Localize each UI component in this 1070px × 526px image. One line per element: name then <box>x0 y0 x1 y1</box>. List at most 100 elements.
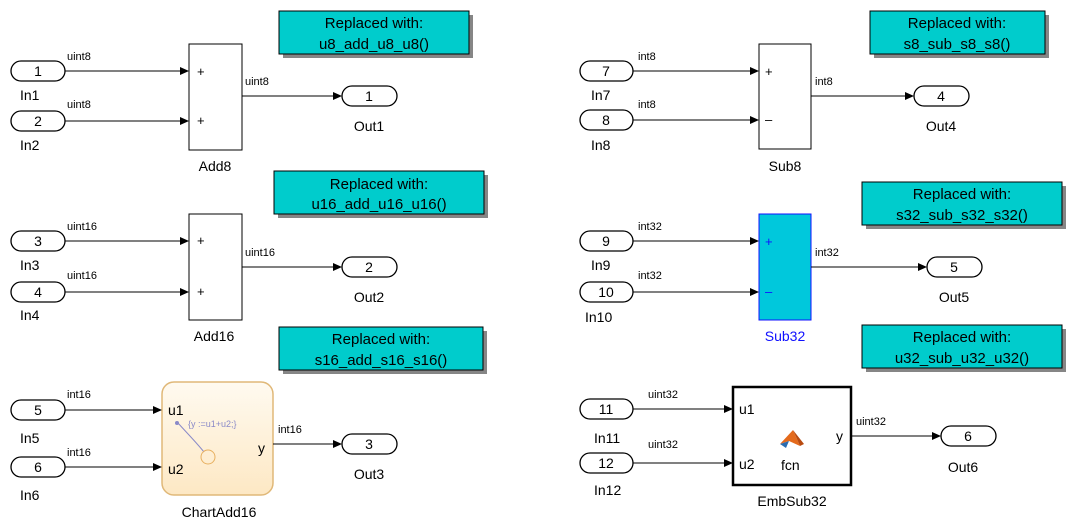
inport-number: 10 <box>598 284 614 300</box>
chart-in2-label: u2 <box>168 461 184 477</box>
annotation-line1: Replaced with: <box>330 176 428 193</box>
annotation-sub8[interactable]: Replaced with: s8_sub_s8_s8() <box>869 10 1049 58</box>
signal-label: int16 <box>67 447 91 459</box>
inport-label: In10 <box>585 309 612 325</box>
annotation-line1: Replaced with: <box>913 329 1011 346</box>
chart-default-dot <box>175 421 179 425</box>
inport-label: In12 <box>594 482 621 498</box>
signal-label: int32 <box>815 247 839 259</box>
annotation-add16[interactable]: Replaced with: u16_add_u16_u16() <box>273 170 488 218</box>
inport-7[interactable]: 7 In7 <box>579 60 634 103</box>
inport-label: In2 <box>20 137 40 153</box>
outport-4[interactable]: 4 Out4 <box>913 85 970 134</box>
outport-number: 4 <box>937 88 945 104</box>
chart-in1-label: u1 <box>168 402 184 418</box>
annotation-line1: Replaced with: <box>325 15 423 32</box>
inport-5[interactable]: 5 In5 <box>10 399 66 446</box>
inport-6[interactable]: 6 In6 <box>10 456 66 503</box>
inport-number: 7 <box>602 63 610 79</box>
inport-11[interactable]: 11 In11 <box>579 398 634 446</box>
inport-label: In6 <box>20 487 40 503</box>
sub8-in2-sign: – <box>765 112 773 127</box>
inport-4[interactable]: 4 In4 <box>10 281 66 323</box>
chartadd16-block[interactable]: u1 u2 y {y :=u1+u2;} <box>161 381 274 496</box>
chart-junction <box>200 449 216 465</box>
inport-label: In9 <box>591 257 611 273</box>
add8-name[interactable]: Add8 <box>199 158 232 174</box>
signal-label: uint32 <box>856 416 886 428</box>
signal-type-labels: uint8 uint8 uint8 uint16 uint16 uint16 i… <box>67 51 886 459</box>
sub32-name[interactable]: Sub32 <box>765 328 806 344</box>
inport-number: 2 <box>34 113 42 129</box>
chartadd16-name[interactable]: ChartAdd16 <box>182 504 257 520</box>
add8-block[interactable]: + + <box>188 43 243 151</box>
outport-number: 6 <box>964 428 972 444</box>
inport-2[interactable]: 2 In2 <box>10 110 66 153</box>
inport-1[interactable]: 1 In1 <box>10 60 66 103</box>
annotation-embsub32[interactable]: Replaced with: u32_sub_u32_u32() <box>861 324 1066 372</box>
annotation-line2: u8_add_u8_u8() <box>319 36 429 53</box>
emb-out-label: y <box>836 428 843 444</box>
outport-number: 3 <box>365 436 373 452</box>
outport-label: Out6 <box>948 459 979 475</box>
signal-label: int8 <box>638 99 656 111</box>
signal-lines <box>65 67 941 471</box>
outport-label: Out4 <box>926 118 957 134</box>
inport-number: 12 <box>598 455 614 471</box>
inport-label: In8 <box>591 137 611 153</box>
embsub32-block[interactable]: u1 u2 y fcn <box>731 385 853 487</box>
signal-label: uint8 <box>245 76 269 88</box>
inport-label: In1 <box>20 87 40 103</box>
signal-label: uint16 <box>67 270 97 282</box>
annotation-line1: Replaced with: <box>332 331 430 348</box>
embsub32-name[interactable]: EmbSub32 <box>757 493 826 509</box>
signal-label: int8 <box>638 51 656 63</box>
outport-5[interactable]: 5 Out5 <box>926 256 983 305</box>
annotation-sub32[interactable]: Replaced with: s32_sub_s32_s32() <box>861 181 1066 229</box>
inport-8[interactable]: 8 In8 <box>579 109 634 153</box>
annotation-line2: s8_sub_s8_s8() <box>904 36 1011 53</box>
inport-number: 6 <box>34 459 42 475</box>
inport-label: In5 <box>20 430 40 446</box>
add16-name[interactable]: Add16 <box>194 328 235 344</box>
add16-block[interactable]: + + <box>188 213 243 321</box>
signal-label: uint32 <box>648 389 678 401</box>
signal-label: uint8 <box>67 51 91 63</box>
inport-12[interactable]: 12 In12 <box>579 452 634 498</box>
inport-3[interactable]: 3 In3 <box>10 230 66 273</box>
emb-in1-label: u1 <box>739 401 755 417</box>
add16-in2-sign: + <box>197 284 205 299</box>
inport-number: 1 <box>34 63 42 79</box>
outport-label: Out3 <box>354 466 385 482</box>
inport-10[interactable]: 10 In10 <box>579 281 634 325</box>
outport-number: 5 <box>950 259 958 275</box>
inport-label: In7 <box>591 87 611 103</box>
chart-transition-label: {y :=u1+u2;} <box>188 419 237 429</box>
signal-label: int16 <box>67 389 91 401</box>
outport-2[interactable]: 2 Out2 <box>341 256 398 305</box>
annotation-line1: Replaced with: <box>908 15 1006 32</box>
inport-label: In3 <box>20 257 40 273</box>
inport-label: In11 <box>594 430 620 446</box>
signal-label: uint32 <box>648 439 678 451</box>
outport-1[interactable]: 1 Out1 <box>341 85 398 134</box>
sub32-block[interactable]: + – <box>758 213 812 321</box>
outport-3[interactable]: 3 Out3 <box>341 433 398 482</box>
inport-number: 11 <box>599 401 614 417</box>
inport-9[interactable]: 9 In9 <box>579 230 634 273</box>
outport-label: Out1 <box>354 118 385 134</box>
sub32-in1-sign: + <box>765 234 773 249</box>
outport-number: 1 <box>365 88 373 104</box>
sub8-block[interactable]: + – <box>758 43 812 150</box>
signal-label: uint16 <box>67 221 97 233</box>
inport-number: 4 <box>34 284 42 300</box>
add8-in2-sign: + <box>197 113 205 128</box>
outport-label: Out2 <box>354 289 385 305</box>
annotation-add8[interactable]: Replaced with: u8_add_u8_u8() <box>278 10 473 58</box>
annotation-chartadd16[interactable]: Replaced with: s16_add_s16_s16() <box>278 326 487 374</box>
sub8-name[interactable]: Sub8 <box>769 158 802 174</box>
annotation-line2: u16_add_u16_u16() <box>311 196 446 213</box>
sub8-in1-sign: + <box>765 64 773 79</box>
outport-6[interactable]: 6 Out6 <box>940 425 997 475</box>
